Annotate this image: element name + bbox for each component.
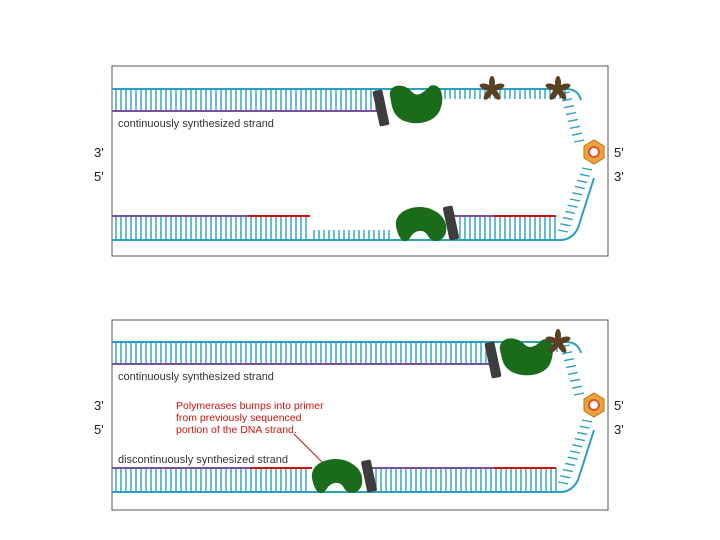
unwound-base — [572, 192, 583, 196]
unwound-base — [569, 198, 581, 202]
unwound-base — [579, 425, 590, 429]
panel-1-leading-label: continuously synthesized strand — [118, 118, 274, 130]
panel-2-fork-unwound-strands — [557, 344, 593, 485]
panel-1: continuously synthesized strand — [94, 65, 624, 257]
panel-2-sliding-clamp-top — [484, 341, 502, 379]
panel-1-sliding-clamp-top — [372, 89, 390, 127]
panel-2-sliding-clamp-bottom — [361, 459, 377, 493]
unwound-base — [563, 358, 575, 362]
panel-2-right-top-end: 5' — [614, 398, 624, 413]
unwound-base — [567, 456, 578, 460]
panel-2-note-line-2: from previously sequenced — [176, 412, 302, 424]
unwound-base — [577, 179, 588, 184]
panel-1-helicase-2 — [545, 76, 571, 100]
panel-2-top-base-pairs — [115, 342, 563, 364]
panel-1-left-top-end: 3' — [94, 145, 104, 160]
panel-1-helicase-1 — [479, 76, 505, 100]
panel-2-bottom-template-backbone — [112, 429, 595, 493]
unwound-base — [567, 118, 579, 123]
panel-2-helicase — [545, 329, 571, 353]
panel-1-top-base-pairs — [115, 89, 566, 111]
unwound-base — [563, 105, 575, 109]
panel-1-fork-unwound-strands — [557, 91, 593, 233]
unwound-base — [565, 210, 576, 215]
unwound-base — [557, 229, 569, 233]
unwound-base — [565, 462, 576, 467]
unwound-base — [565, 111, 577, 116]
panel-2-polymerase-leading — [499, 338, 553, 376]
unwound-base — [560, 475, 571, 479]
panel-2-leading-label: continuously synthesized strand — [118, 371, 274, 383]
panel-1-bottom-base-pairs — [115, 216, 556, 240]
unwound-base — [565, 364, 577, 369]
panel-2-right-bottom-end: 3' — [614, 422, 624, 437]
unwound-base — [562, 468, 573, 473]
panel-1-right-bottom-end: 3' — [614, 169, 624, 184]
panel-1-left-bottom-end: 5' — [94, 169, 104, 184]
unwound-base — [574, 185, 585, 190]
unwound-base — [581, 167, 593, 171]
panel-1-sliding-clamp-bottom — [442, 205, 460, 241]
panel-2-note-line-1: Polymerases bumps into primer — [176, 400, 324, 412]
unwound-base — [573, 139, 585, 143]
unwound-base — [569, 450, 581, 454]
unwound-base — [557, 481, 569, 485]
panel-1-polymerase-lagging — [395, 206, 447, 242]
panel-2-note-pointer — [293, 433, 323, 463]
panel-2-bottom-base-pairs — [115, 468, 557, 492]
panel-2: continuously synthesized strand disconti… — [94, 319, 624, 511]
panel-1-bottom-template-backbone — [112, 177, 595, 241]
unwound-base — [561, 98, 573, 102]
panel-1-polymerase-leading — [389, 85, 443, 124]
unwound-base — [562, 216, 573, 221]
panel-1-right-top-end: 5' — [614, 145, 624, 160]
unwound-base — [577, 431, 588, 436]
unwound-base — [573, 392, 585, 396]
panel-2-lagging-label: discontinuously synthesized strand — [118, 454, 288, 466]
unwound-base — [569, 378, 581, 382]
panel-1-topoisomerase — [583, 139, 605, 165]
panel-2-left-top-end: 3' — [94, 398, 104, 413]
unwound-base — [571, 132, 583, 136]
unwound-base — [579, 173, 590, 177]
unwound-base — [569, 125, 581, 129]
panel-2-note-line-3: portion of the DNA strand. — [176, 424, 297, 436]
unwound-base — [567, 371, 579, 376]
panel-2-topoisomerase — [583, 392, 605, 418]
unwound-base — [572, 444, 583, 448]
panel-2-left-bottom-end: 5' — [94, 422, 104, 437]
panel-2-polymerase-lagging — [311, 458, 363, 494]
unwound-base — [567, 204, 578, 208]
unwound-base — [574, 437, 585, 442]
unwound-base — [571, 385, 583, 389]
unwound-base — [561, 351, 573, 355]
unwound-base — [560, 223, 571, 227]
unwound-base — [581, 419, 593, 423]
